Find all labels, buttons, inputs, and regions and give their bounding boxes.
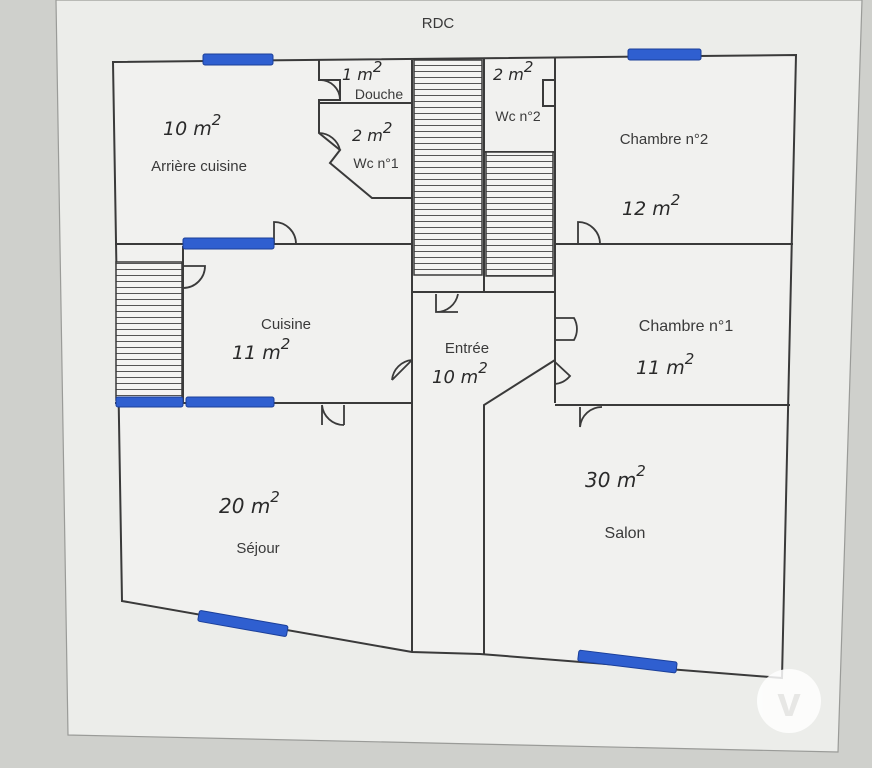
- door-salon: [579, 406, 603, 428]
- door-entree-left: [391, 359, 413, 381]
- room-name-salon: Salon: [605, 525, 646, 542]
- door-entree-top: [435, 293, 459, 313]
- door-cuisine-top: [273, 221, 297, 245]
- room-area-wc1: 2 m2: [352, 119, 392, 145]
- outer-wall: [111, 53, 798, 680]
- room-name-wc2: Wc n°2: [495, 108, 540, 124]
- room-labels: Arrière cuisine 10 m2 Douche 1 m2 Wc n°1…: [151, 58, 733, 557]
- door-chambre2: [577, 221, 601, 245]
- room-name-sejour: Séjour: [236, 540, 279, 557]
- room-area-arriere-cuisine: 10 m2: [163, 111, 221, 140]
- plan-title: RDC: [422, 15, 455, 32]
- room-area-entree: 10 m2: [432, 359, 488, 388]
- door-sejour: [321, 404, 345, 426]
- room-name-arriere-cuisine: Arrière cuisine: [151, 158, 247, 175]
- room-name-entree: Entrée: [445, 340, 489, 357]
- room-area-douche: 1 m2: [342, 58, 382, 84]
- room-area-chambre1: 11 m2: [636, 350, 694, 379]
- door-douche: [318, 79, 341, 101]
- room-area-salon: 30 m2: [585, 462, 646, 492]
- door-swings: [182, 79, 603, 428]
- door-cuisine-left: [182, 265, 206, 289]
- window-sejour: [197, 610, 289, 637]
- room-name-douche: Douche: [355, 86, 403, 102]
- room-name-cuisine: Cuisine: [261, 316, 311, 333]
- room-name-wc1: Wc n°1: [353, 155, 398, 171]
- room-name-chambre1: Chambre n°1: [639, 318, 734, 335]
- room-area-cuisine: 11 m2: [232, 335, 290, 364]
- staircase-right: [485, 151, 554, 277]
- staircase-cuisine: [115, 261, 183, 401]
- windows: [115, 48, 702, 674]
- room-name-chambre2: Chambre n°2: [620, 131, 709, 148]
- svg-text:v: v: [777, 678, 801, 725]
- vivastreet-logo-icon: v: [757, 669, 821, 733]
- staircase-central: [413, 59, 483, 276]
- room-area-sejour: 20 m2: [219, 488, 280, 518]
- room-area-chambre2: 12 m2: [622, 191, 680, 220]
- window-chambre2: [627, 48, 702, 61]
- door-wc1: [318, 132, 341, 151]
- door-chambre1-left: [554, 317, 578, 385]
- window-arriere-cuisine: [202, 53, 274, 66]
- room-area-wc2: 2 m2: [493, 58, 533, 84]
- window-salon: [577, 649, 678, 674]
- window-cuisine-bottom: [185, 396, 275, 408]
- window-stairs-bottom: [115, 396, 184, 408]
- window-cuisine-top: [182, 237, 275, 250]
